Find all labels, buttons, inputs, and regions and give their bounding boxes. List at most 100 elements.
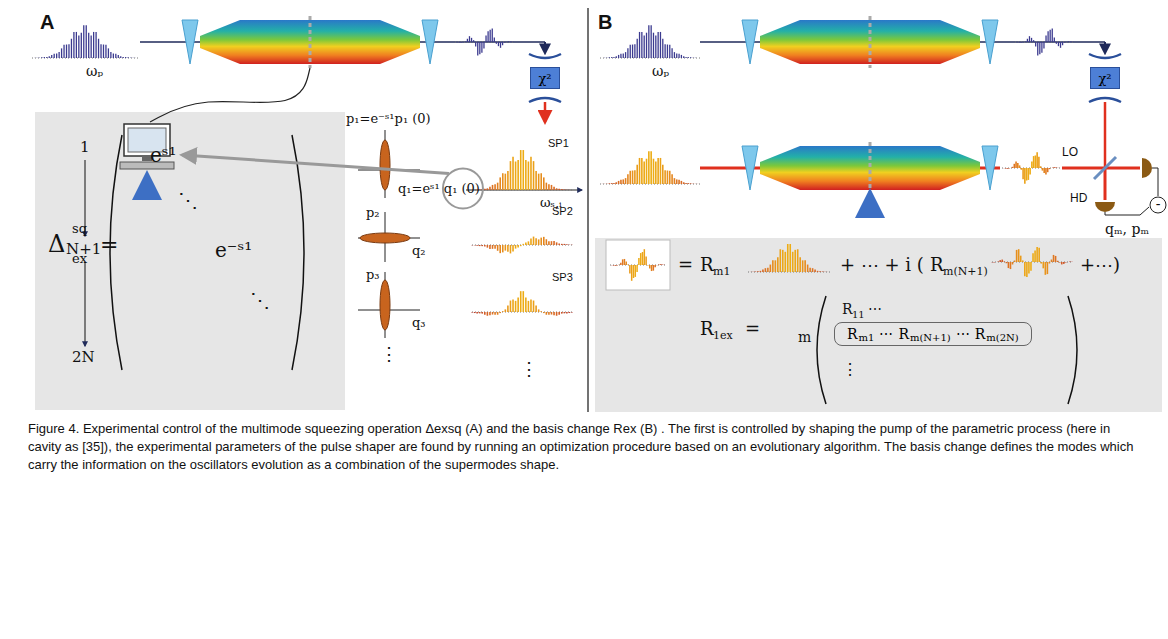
pulse-bar — [767, 268, 769, 272]
pulse-bar — [1045, 35, 1046, 42]
pulse-bar — [497, 183, 499, 190]
pulse-bar — [543, 177, 545, 190]
pulse-bar — [63, 45, 64, 58]
pulse-bar — [660, 32, 661, 58]
pulse-bar — [824, 271, 826, 273]
pulse-bar — [747, 271, 749, 273]
math-label: p₁=e⁻ˢ¹p₁ (0) — [346, 112, 431, 125]
pulse-bar — [86, 25, 87, 58]
pulse-bar — [108, 48, 109, 58]
pulse-bar — [639, 32, 640, 58]
pulse-bar — [1055, 256, 1057, 262]
pulse-bar — [1074, 41, 1075, 42]
pulse-bar — [789, 244, 791, 272]
pulse-bar — [634, 44, 635, 58]
pulse-bar — [649, 265, 651, 268]
pulse-bar — [1027, 39, 1028, 42]
pulse-bar — [602, 183, 604, 185]
pulse-bar — [611, 264, 613, 266]
crystal-box: χ² — [530, 67, 560, 89]
pulse-bar — [1061, 262, 1063, 264]
pulse-bar — [535, 238, 537, 245]
pulse-bar — [658, 264, 660, 266]
matrix-bracket — [817, 296, 826, 404]
pulse-bar — [1016, 250, 1018, 262]
pulse-bar — [657, 32, 658, 58]
pulse-bar — [1021, 168, 1023, 170]
pulse-bar — [1060, 42, 1061, 48]
pulse-baseline — [992, 262, 1072, 263]
pulse-bar — [750, 271, 752, 273]
pulse-bar — [688, 56, 689, 58]
pulse-bar — [504, 41, 505, 43]
pulse-bar — [481, 312, 483, 314]
pulse-bar — [515, 245, 517, 249]
pulse-bar — [762, 270, 764, 272]
pulse-bar — [127, 57, 128, 59]
math-label: m1 — [713, 266, 730, 277]
pulse-bar — [1006, 167, 1008, 169]
control-arrow — [868, 194, 873, 206]
pulse-bar — [512, 300, 514, 312]
pulse-bar — [540, 238, 542, 245]
pulse-bar — [699, 57, 700, 58]
pulse-bar — [520, 245, 522, 246]
pulse-bar — [609, 183, 611, 185]
pulse-bar — [1032, 253, 1034, 262]
pulse-bar — [602, 57, 603, 58]
pulse-bar — [782, 250, 784, 272]
pulse-bar — [1070, 41, 1071, 43]
pulse-bar — [120, 56, 121, 58]
pulse-bar — [558, 312, 560, 315]
math-label: R — [700, 320, 714, 338]
pulse-bar — [1029, 168, 1031, 175]
pulse-bar — [530, 157, 532, 190]
prism — [742, 146, 758, 190]
math-label: ⋯ — [868, 302, 882, 316]
node-text: m(N+1) — [910, 333, 951, 343]
pulse-bar — [804, 260, 806, 272]
squeezed-ellipse — [360, 233, 410, 243]
pulse-bar — [499, 312, 501, 313]
pulse-bar — [538, 309, 540, 312]
pulse-bar — [484, 245, 486, 246]
pulse-bar — [1020, 256, 1022, 262]
pulse-bar — [615, 182, 617, 184]
pulse-bar — [819, 270, 821, 272]
node-text: χ² — [1098, 72, 1111, 85]
pulse-bar — [123, 57, 124, 58]
pulse — [455, 28, 515, 55]
pulse-bar — [667, 171, 669, 184]
pulse-bar — [683, 56, 684, 58]
pulse-bar — [125, 56, 126, 58]
pulse-bar — [95, 32, 96, 58]
pulse-bar — [1005, 167, 1007, 169]
math-label: - — [1156, 197, 1161, 211]
pulse-bar — [681, 55, 682, 58]
pulse-bar — [775, 260, 777, 272]
pulse-bar — [512, 245, 514, 252]
shaper-mask — [309, 16, 312, 68]
pulse — [748, 244, 830, 272]
pulse-bar — [110, 52, 111, 58]
pulse-bar — [61, 48, 62, 58]
pulse-bar — [678, 180, 680, 184]
pulse-bar — [1047, 262, 1049, 274]
pulse-bar — [465, 41, 466, 43]
pulse-bar — [514, 41, 515, 42]
pulse-bar — [135, 57, 136, 58]
pulse-bar — [512, 41, 513, 42]
pulse-bar — [132, 57, 133, 58]
pulse-bar — [653, 33, 654, 58]
pulse-bar — [46, 57, 47, 58]
supermode-label: SP1 — [548, 138, 569, 149]
pulse-bar — [512, 157, 514, 190]
pulse-bar — [642, 252, 644, 265]
pulse-bar — [1018, 41, 1019, 43]
pulse-bar — [1015, 162, 1017, 168]
math-label: p₂ — [366, 206, 380, 219]
pulse-bar — [812, 268, 814, 272]
pulse-bar — [553, 187, 555, 190]
squeezed-ellipse — [380, 280, 390, 330]
photodiode — [1095, 202, 1115, 212]
